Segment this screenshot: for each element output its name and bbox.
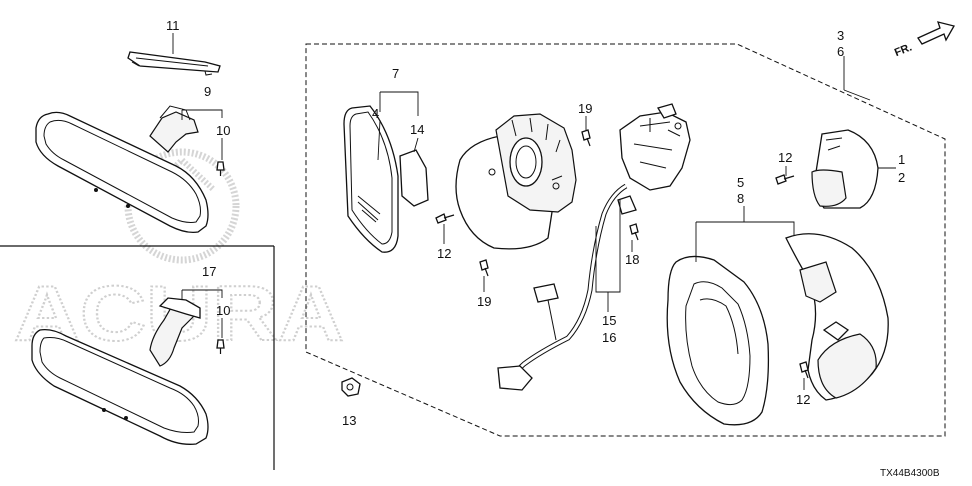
mirror-assembly-outline [305,43,946,437]
callout-6: 6 [837,44,844,59]
screw-12-lower-right [799,361,809,379]
part-rearview-mirror-upper [35,105,209,234]
part-mirror-housing-frame [666,255,770,426]
callout-1: 1 [898,152,905,167]
callout-16: 16 [602,330,616,345]
callout-labels: 11 9 10 17 10 7 4 14 12 19 19 18 15 16 1… [166,18,905,428]
screw-19-upper [581,129,591,147]
part-cover-strip [127,51,221,76]
callout-19-lower: 19 [477,294,491,309]
screw-12-upper-right [775,174,795,185]
callout-12-upper-right: 12 [778,150,792,165]
screw-10-upper [216,161,225,176]
callout-5: 5 [737,175,744,190]
part-rearview-mirror-lower [31,297,209,445]
callout-8: 8 [737,191,744,206]
screw-10-lower [216,339,225,354]
part-heater-pad [399,149,429,207]
part-actuator-housing [455,113,577,250]
part-side-turn-lamp [811,129,879,209]
screw-18 [629,223,639,241]
screw-19-lower [479,259,489,277]
callout-14: 14 [410,122,424,137]
part-mirror-glass [343,105,399,253]
leader-lines [172,33,896,390]
callout-11: 11 [166,18,180,33]
callout-15: 15 [602,313,616,328]
callout-17: 17 [202,264,216,279]
callout-2: 2 [898,170,905,185]
callout-3: 3 [837,28,844,43]
front-direction-label: FR. [893,41,914,59]
callout-9: 9 [204,84,211,99]
callout-10-upper: 10 [216,123,230,138]
part-skull-cap [785,233,889,401]
callout-18: 18 [625,252,639,267]
callout-7: 7 [392,66,399,81]
callout-19-upper: 19 [578,101,592,116]
screw-12-mid [435,213,455,224]
diagram-code: TX44B4300B [880,468,940,479]
part-nut [341,377,361,397]
callout-10-lower: 10 [216,303,230,318]
callout-12-mid: 12 [437,246,451,261]
callout-12-lower-right: 12 [796,392,810,407]
callout-13: 13 [342,413,356,428]
front-direction-arrow-icon: FR. [893,21,955,59]
part-power-fold-unit [619,103,691,191]
callout-4: 4 [372,106,379,121]
part-wire-harness [497,183,637,391]
